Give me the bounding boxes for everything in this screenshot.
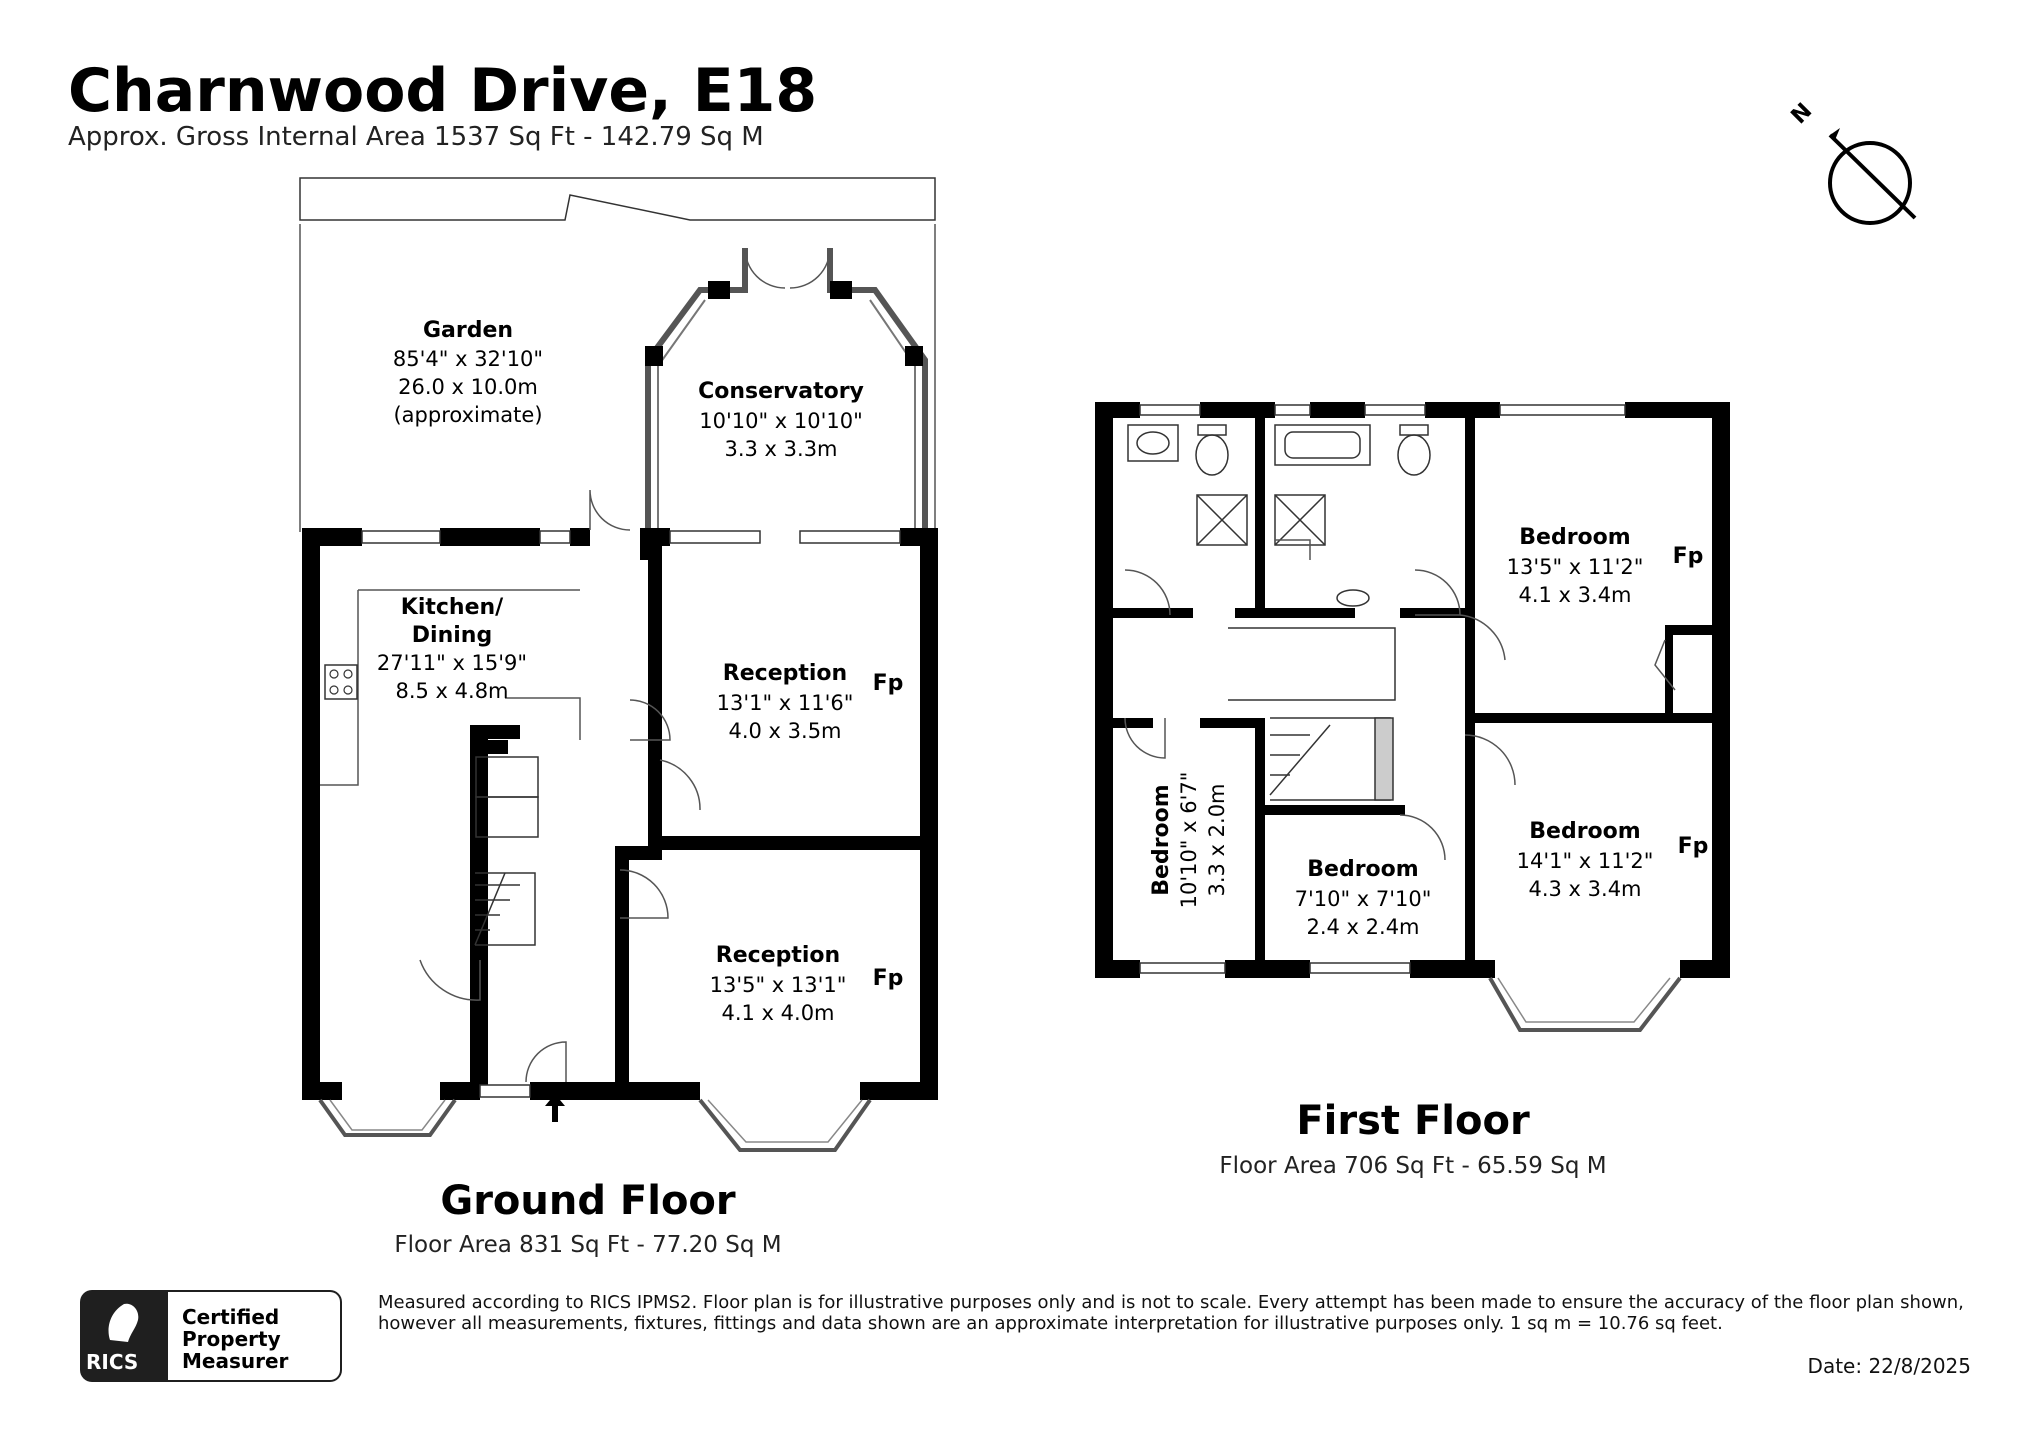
room-dims: 27'11" x 15'9" [377, 651, 527, 675]
kitchen-counter-lower [505, 697, 581, 740]
ground-floor-plan [299, 177, 938, 1152]
room-dims: (approximate) [393, 403, 542, 427]
room-name: Bedroom [1307, 857, 1418, 882]
room-dims: 26.0 x 10.0m [398, 375, 538, 399]
conservatory-walls [645, 248, 928, 540]
room-dims: 4.3 x 3.4m [1528, 877, 1641, 901]
room-name: Kitchen/ [401, 595, 504, 620]
room-name: Bedroom [1519, 525, 1630, 550]
conservatory-pillar [645, 346, 663, 366]
room-dims: 7'10" x 7'10" [1295, 887, 1432, 911]
first-doors [1124, 539, 1676, 861]
room-dims: 13'5" x 11'2" [1507, 555, 1644, 579]
compass-icon [1828, 128, 1917, 225]
lion-icon [108, 1303, 139, 1342]
ground-windows [361, 530, 901, 1098]
hob-rings [329, 669, 353, 695]
reception-bay-glazing [707, 1099, 863, 1143]
room-dims: 4.1 x 4.0m [721, 1001, 834, 1025]
hob [324, 664, 358, 700]
first-floor-title: First Floor [1296, 1098, 1530, 1144]
fireplace-label: Fp [873, 966, 904, 991]
room-dims: 3.3 x 2.0m [1205, 783, 1229, 896]
room-dims: 8.5 x 4.8m [395, 679, 508, 703]
room-dims: 85'4" x 32'10" [393, 347, 543, 371]
badge-line: Property [182, 1327, 281, 1351]
room-name: Dining [412, 623, 492, 648]
kitchen-bay-glazing [329, 1099, 446, 1131]
ground-room-labels: Garden 85'4" x 32'10" 26.0 x 10.0m (appr… [377, 318, 864, 1025]
first-outer-walls [1095, 402, 1730, 978]
fireplace-label: Fp [873, 671, 904, 696]
kitchen-bay [318, 1098, 457, 1137]
bedroom-bay-glazing [1497, 977, 1671, 1023]
room-dims: 14'1" x 11'2" [1517, 849, 1654, 873]
rics-logo: RICS [80, 1290, 168, 1382]
first-floor-plan [1095, 402, 1730, 1032]
room-dims: 10'10" x 10'10" [699, 409, 863, 433]
rics-label: RICS [86, 1350, 139, 1374]
page-subtitle: Approx. Gross Internal Area 1537 Sq Ft -… [68, 122, 764, 152]
first-windows [1139, 404, 1626, 974]
bedroom-bay [1488, 976, 1682, 1032]
room-name: Bedroom [1529, 819, 1640, 844]
conservatory-pillar [905, 346, 923, 366]
fireplace-label: Fp [1678, 834, 1709, 859]
disclaimer-text: Measured according to RICS IPMS2. Floor … [378, 1292, 1964, 1334]
conservatory-pillar [830, 281, 852, 299]
page-title: Charnwood Drive, E18 [68, 56, 818, 126]
badge-line: Measurer [182, 1349, 289, 1373]
ground-outer-walls [302, 528, 938, 1100]
date-text: Date: 22/8/2025 [1807, 1354, 1971, 1378]
reception-bay [698, 1098, 872, 1152]
conservatory-pillar [708, 281, 730, 299]
room-dims: 4.0 x 3.5m [728, 719, 841, 743]
first-floor-area: Floor Area 706 Sq Ft - 65.59 Sq M [1219, 1153, 1607, 1179]
room-dims: 2.4 x 2.4m [1306, 915, 1419, 939]
ground-floor-area: Floor Area 831 Sq Ft - 77.20 Sq M [394, 1232, 782, 1258]
compass-north-label: N [1787, 99, 1818, 130]
room-name: Bedroom [1149, 784, 1174, 895]
entrance-arrow-icon [545, 1094, 565, 1122]
room-name: Garden [423, 318, 513, 343]
room-dims: 10'10" x 6'7" [1177, 772, 1201, 909]
room-name: Conservatory [698, 379, 864, 404]
bathroom-fixtures [1127, 424, 1431, 607]
room-dims: 13'5" x 13'1" [710, 973, 847, 997]
french-doors [744, 247, 831, 289]
kitchen-counter [320, 589, 580, 786]
room-name: Reception [716, 943, 840, 968]
fireplace-label: Fp [1673, 544, 1704, 569]
room-name: Reception [723, 661, 847, 686]
rics-badge: RICS Certified Property Measurer [80, 1290, 345, 1382]
first-room-labels: Bedroom 13'5" x 11'2" 4.1 x 3.4m Bedroom… [1295, 525, 1654, 939]
first-stairs [1228, 627, 1396, 801]
stairs [474, 756, 539, 946]
room-dims: 4.1 x 3.4m [1518, 583, 1631, 607]
ground-floor-title: Ground Floor [440, 1178, 736, 1224]
rotated-bedroom-label: Bedroom 10'10" x 6'7" 3.3 x 2.0m [1149, 772, 1229, 909]
room-dims: 3.3 x 3.3m [724, 437, 837, 461]
ground-doors [419, 489, 701, 1083]
room-dims: 13'1" x 11'6" [717, 691, 854, 715]
badge-line: Certified [182, 1305, 280, 1329]
rics-certified-text: Certified Property Measurer [168, 1290, 342, 1382]
garden-fence [299, 177, 936, 221]
